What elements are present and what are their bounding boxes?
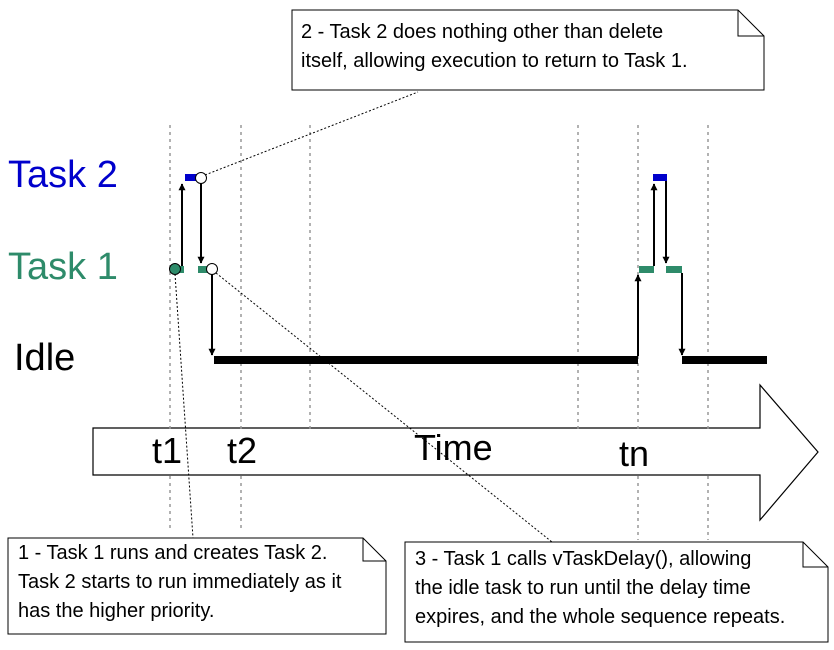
note-1-line: Task 2 starts to run immediately as it — [18, 571, 342, 593]
note-3-line: expires, and the whole sequence repeats. — [415, 606, 786, 628]
note-1-text: 1 - Task 1 runs and creates Task 2. Task… — [18, 539, 341, 626]
task1-segment — [639, 266, 654, 273]
note-1-line: has the higher priority. — [18, 600, 215, 622]
note-2-line: itself, allowing execution to return to … — [301, 50, 688, 72]
task2-segment — [653, 174, 667, 181]
note-3-line: 3 - Task 1 calls vTaskDelay(), allowing — [415, 548, 752, 570]
time-label-t1: t1 — [152, 430, 183, 471]
note-2-text: 2 - Task 2 does nothing other than delet… — [301, 18, 688, 76]
callout-leaders — [174, 91, 553, 543]
time-label-tn: tn — [619, 433, 650, 474]
row-label-idle: Idle — [14, 337, 76, 379]
idle-bar — [214, 356, 638, 364]
row-label-task1: Task 1 — [8, 246, 118, 288]
row-label-task2: Task 2 — [8, 154, 118, 196]
note-1-line: 1 - Task 1 runs and creates Task 2. — [18, 542, 328, 564]
note-box-3 — [404, 541, 829, 643]
note-2-line: 2 - Task 2 does nothing other than delet… — [301, 21, 664, 43]
callout-leader-1 — [174, 273, 194, 539]
note-3-line: the idle task to run until the delay tim… — [415, 577, 751, 599]
note-3-text: 3 - Task 1 calls vTaskDelay(), allowing … — [415, 545, 785, 632]
time-label-t2: t2 — [227, 430, 258, 471]
task2-segment — [185, 174, 199, 181]
note-box-2 — [291, 9, 765, 91]
callout-point-1 — [169, 263, 181, 275]
callout-leader-2 — [204, 91, 419, 176]
context-switch-arrows — [178, 181, 686, 356]
guide-lines — [169, 125, 709, 540]
task1-segment — [198, 266, 213, 273]
note-box-1 — [7, 537, 387, 635]
callout-point-2 — [195, 172, 207, 184]
idle-bar — [682, 356, 767, 364]
callout-leader-3 — [215, 272, 553, 543]
task1-segment — [666, 266, 682, 273]
callout-point-3 — [206, 263, 218, 275]
time-arrow — [92, 383, 819, 522]
time-axis-title: Time — [414, 427, 493, 468]
